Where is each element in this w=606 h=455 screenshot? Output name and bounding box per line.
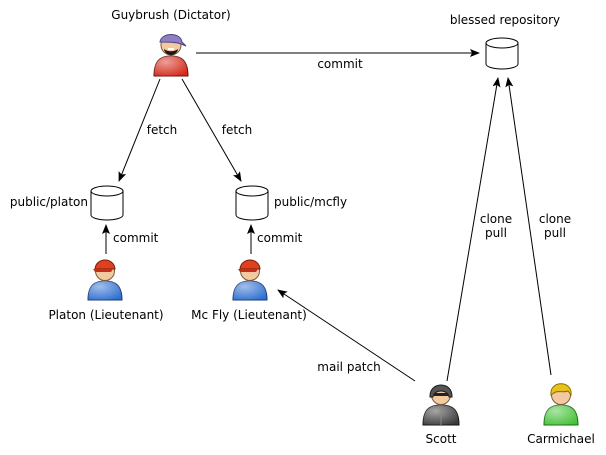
repo-public-mcfly[interactable]: public/mcfly (235, 185, 347, 221)
person-label-mcfly: Mc Fly (Lieutenant) (191, 308, 307, 322)
repo-label-public-mcfly: public/mcfly (274, 195, 347, 209)
edge-carmichael-to-blessed (505, 77, 552, 376)
edge-label-commit-mcfly: commit (257, 231, 303, 245)
person-carmichael[interactable]: Carmichael (527, 383, 595, 446)
edge-guybrush-to-public-mcfly (181, 78, 242, 182)
lieutenant-cap-icon (232, 259, 268, 301)
repository-cylinder-icon (485, 37, 519, 70)
repo-label-blessed: blessed repository (450, 13, 560, 27)
person-label-scott: Scott (426, 432, 457, 446)
blonde-developer-icon (543, 383, 579, 426)
edge-guybrush-to-public-platon (118, 78, 161, 182)
repo-blessed[interactable]: blessed repository (450, 13, 560, 70)
dictator-pirate-icon (153, 34, 189, 77)
edge-label-clone-carmichael: clone (539, 212, 571, 226)
edge-scott-to-blessed (446, 77, 501, 382)
edge-label-clone-scott: clone (480, 212, 512, 226)
hooded-developer-icon (422, 384, 460, 426)
edge-labels: commit fetch fetch commit commit mail pa… (113, 57, 571, 374)
edge-label-fetch-platon: fetch (147, 123, 178, 137)
person-label-carmichael: Carmichael (527, 432, 595, 446)
repository-cylinder-icon (235, 185, 269, 221)
edge-label-pull-scott: pull (485, 226, 507, 240)
person-guybrush[interactable]: Guybrush (Dictator) (111, 8, 231, 77)
edge-label-pull-carmichael: pull (544, 226, 566, 240)
edge-label-fetch-mcfly: fetch (222, 123, 253, 137)
person-mcfly[interactable]: Mc Fly (Lieutenant) (191, 259, 307, 322)
repo-label-public-platon: public/platon (10, 195, 88, 209)
repository-cylinder-icon (90, 185, 124, 221)
lieutenant-cap-icon (87, 259, 123, 301)
edge-label-mail-patch: mail patch (317, 360, 380, 374)
edge-label-commit: commit (317, 57, 363, 71)
person-scott[interactable]: Scott (422, 384, 460, 446)
edge-label-commit-platon: commit (113, 231, 159, 245)
person-platon[interactable]: Platon (Lieutenant) (48, 259, 164, 322)
person-label-guybrush: Guybrush (Dictator) (111, 8, 230, 22)
repo-public-platon[interactable]: public/platon (10, 185, 124, 221)
edges (102, 49, 552, 382)
person-label-platon: Platon (Lieutenant) (48, 308, 163, 322)
edge-scott-to-mcfly (277, 289, 416, 382)
